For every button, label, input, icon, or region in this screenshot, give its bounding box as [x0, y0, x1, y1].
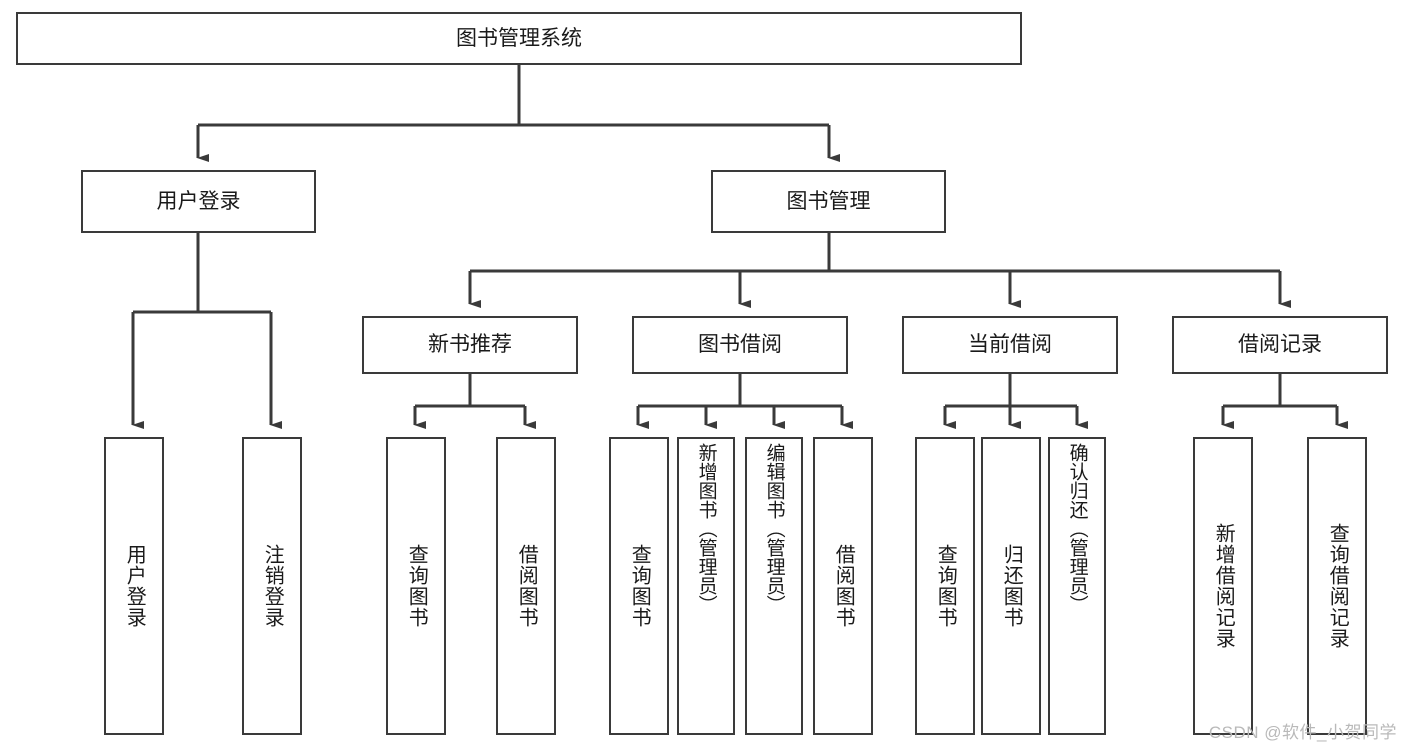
- leaf-user-login[interactable]: 用户登录: [104, 437, 164, 735]
- node-label: 查询图书: [628, 544, 651, 628]
- leaf-query-book-recommend[interactable]: 查询图书: [386, 437, 446, 735]
- node-label: 借阅图书: [832, 544, 855, 628]
- node-label: 图书管理系统: [456, 26, 582, 50]
- leaf-edit-book-admin[interactable]: 编辑图书（管理员）: [745, 437, 803, 735]
- node-book-borrow[interactable]: 图书借阅: [632, 316, 848, 374]
- node-label: 编辑图书（管理员）: [763, 443, 785, 614]
- node-label: 新增借阅记录: [1212, 523, 1235, 649]
- node-user-login[interactable]: 用户登录: [81, 170, 316, 233]
- node-label: 图书管理: [786, 189, 871, 213]
- node-book-management[interactable]: 图书管理: [711, 170, 946, 233]
- node-current-borrow[interactable]: 当前借阅: [902, 316, 1118, 374]
- node-root-system[interactable]: 图书管理系统: [16, 12, 1022, 65]
- leaf-return-book[interactable]: 归还图书: [981, 437, 1041, 735]
- node-label: 借阅记录: [1238, 333, 1322, 357]
- leaf-borrow-book[interactable]: 借阅图书: [813, 437, 873, 735]
- node-label: 借阅图书: [515, 544, 538, 628]
- leaf-query-book-current[interactable]: 查询图书: [915, 437, 975, 735]
- node-label: 新书推荐: [428, 333, 512, 357]
- node-new-book-recommend[interactable]: 新书推荐: [362, 316, 578, 374]
- node-label: 查询图书: [934, 544, 957, 628]
- node-label: 用户登录: [156, 189, 241, 213]
- leaf-borrow-book-recommend[interactable]: 借阅图书: [496, 437, 556, 735]
- leaf-add-borrow-record[interactable]: 新增借阅记录: [1193, 437, 1253, 735]
- node-label: 注销登录: [261, 544, 284, 628]
- node-label: 图书借阅: [698, 333, 782, 357]
- csdn-watermark: CSDN @软件_小贺同学: [1208, 723, 1397, 742]
- node-label: 用户登录: [123, 544, 146, 628]
- node-label: 确认归还（管理员）: [1066, 443, 1088, 614]
- leaf-query-book-borrow[interactable]: 查询图书: [609, 437, 669, 735]
- node-label: 查询借阅记录: [1326, 523, 1349, 649]
- leaf-query-borrow-record[interactable]: 查询借阅记录: [1307, 437, 1367, 735]
- node-label: 新增图书（管理员）: [695, 443, 717, 614]
- node-label: 归还图书: [1000, 544, 1023, 628]
- node-label: 查询图书: [405, 544, 428, 628]
- leaf-logout-login[interactable]: 注销登录: [242, 437, 302, 735]
- node-label: 当前借阅: [968, 333, 1052, 357]
- node-borrow-record[interactable]: 借阅记录: [1172, 316, 1388, 374]
- leaf-add-book-admin[interactable]: 新增图书（管理员）: [677, 437, 735, 735]
- leaf-confirm-return-admin[interactable]: 确认归还（管理员）: [1048, 437, 1106, 735]
